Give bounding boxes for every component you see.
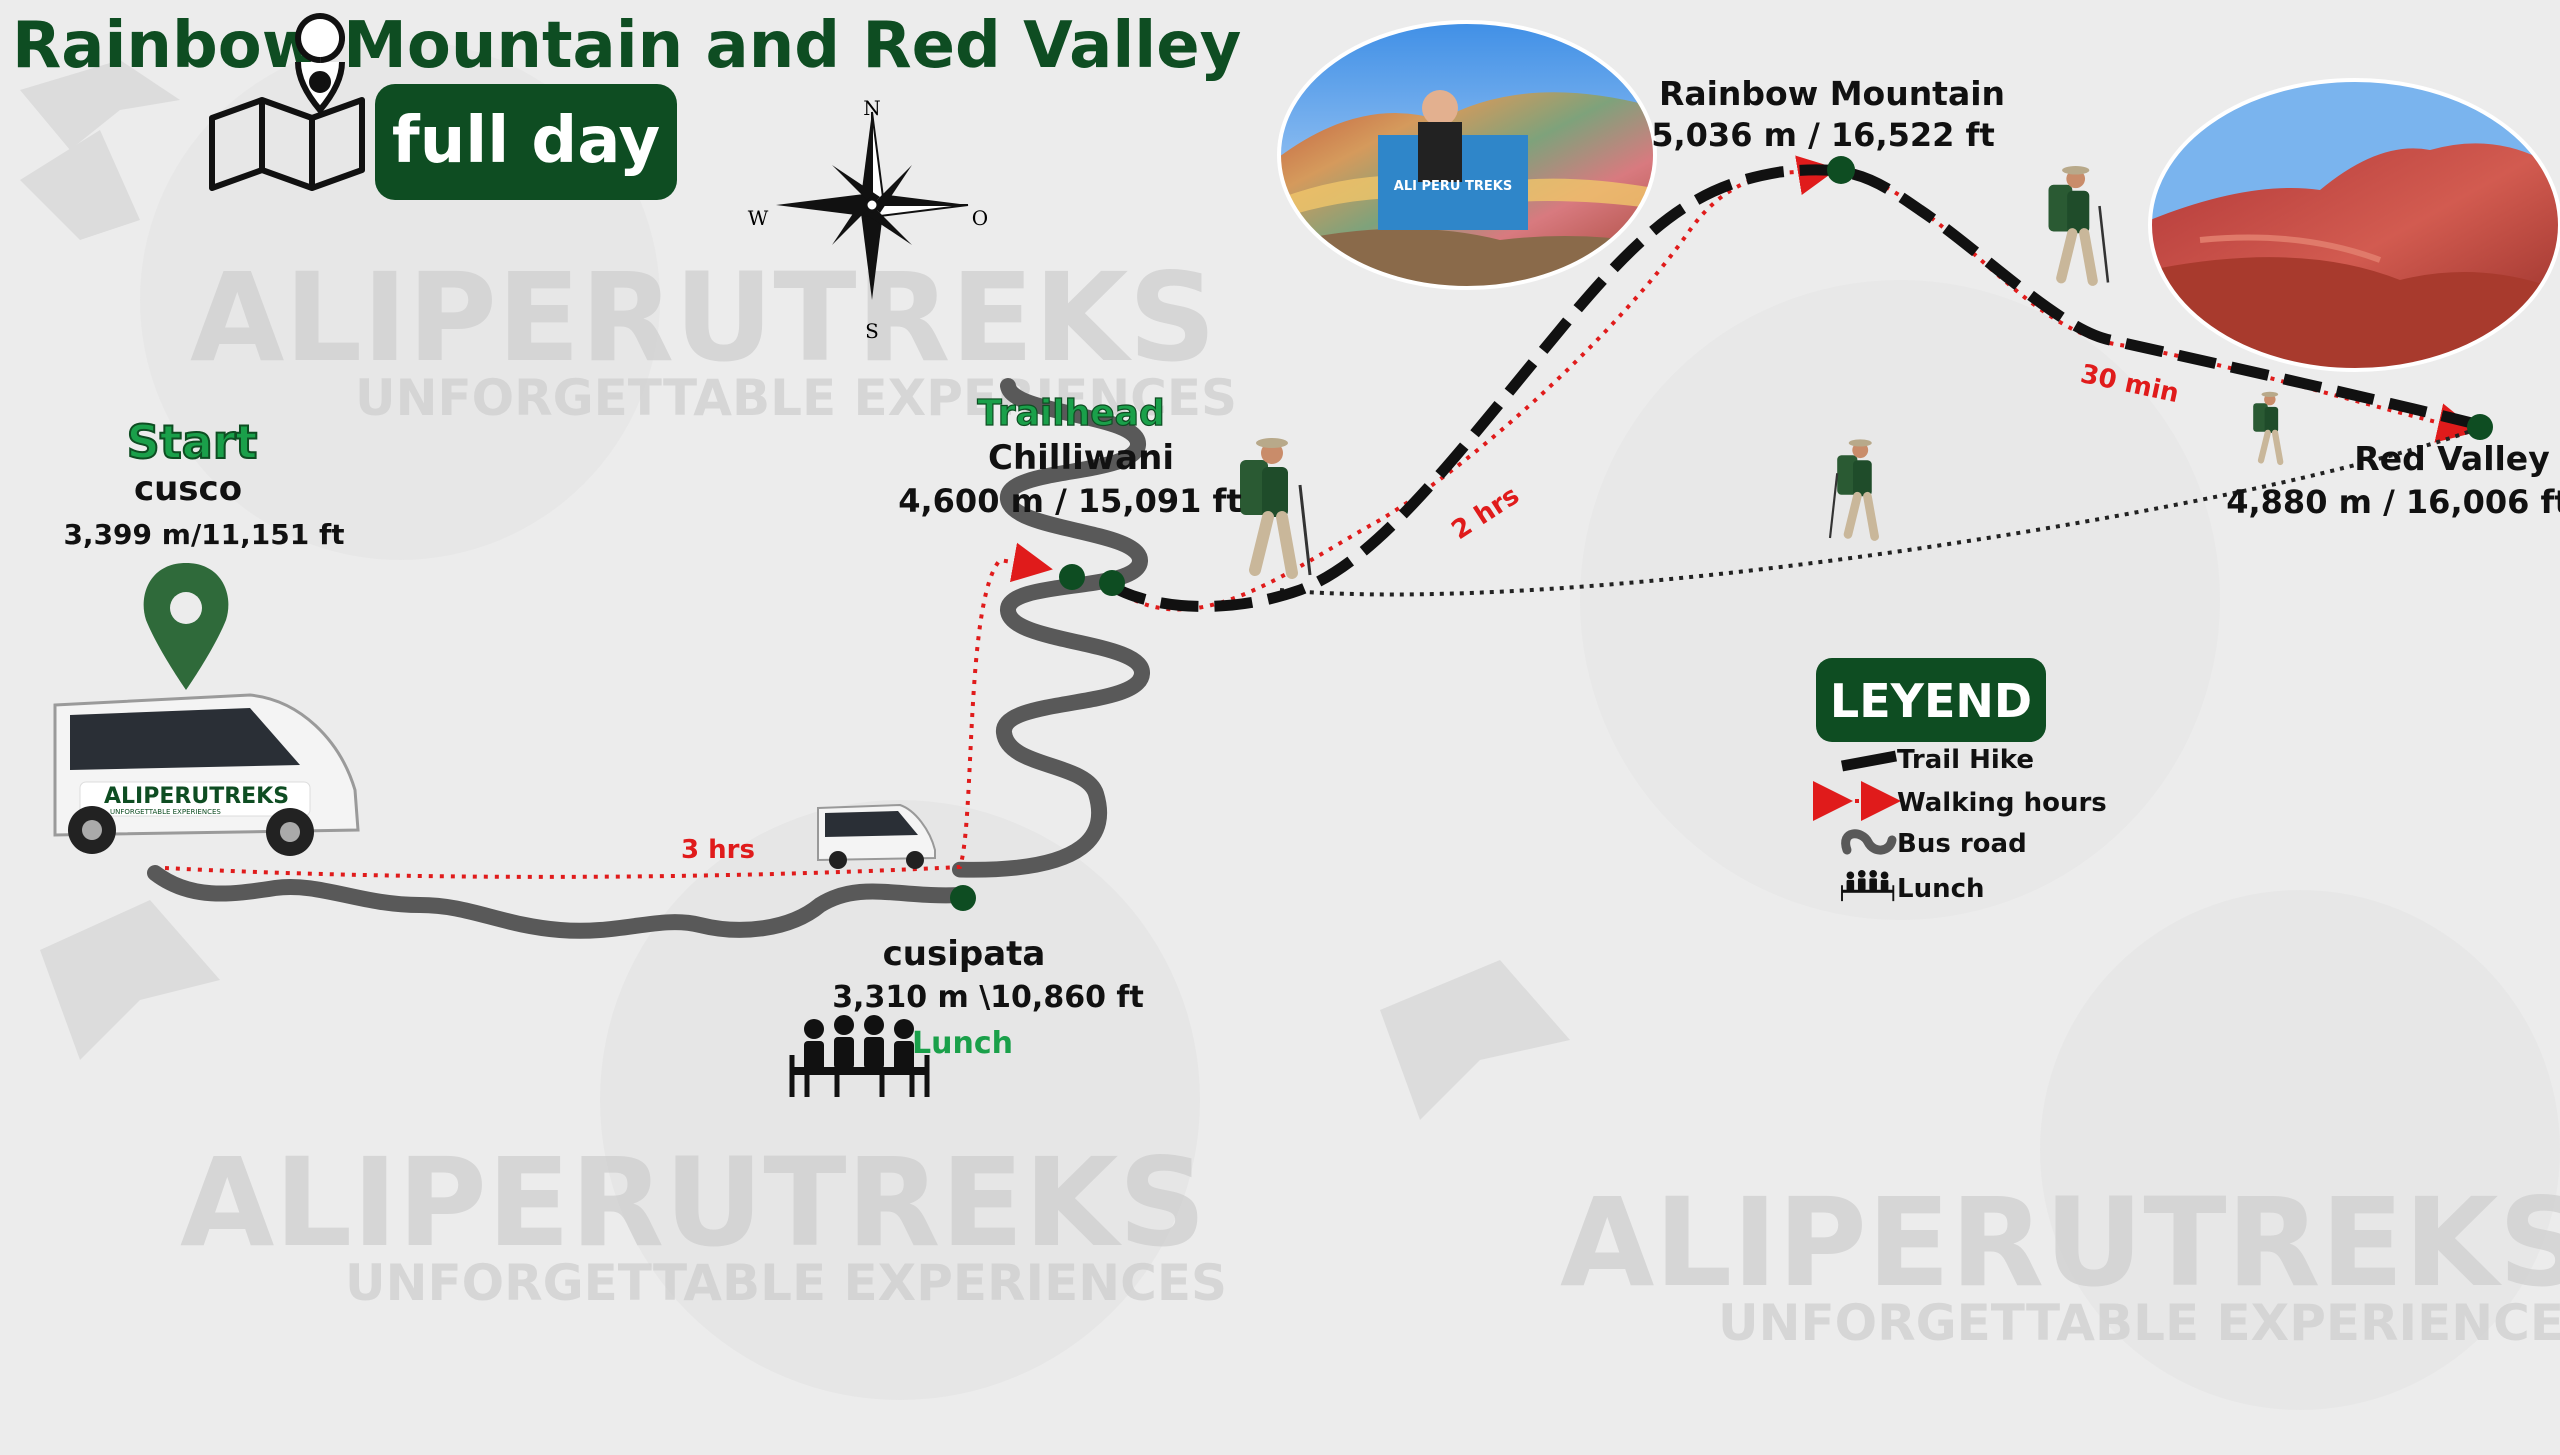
tour-van-icon: ALIPERUTREKS UNFORGETTABLE EXPERIENCES <box>53 693 360 856</box>
paper-texture <box>140 40 2560 1410</box>
legend-trail-label: Trail Hike <box>1897 745 2034 775</box>
watermark-brand: ALIPERUTREKS <box>1560 1172 2560 1314</box>
banner-text: ALI PERU TREKS <box>1394 179 1512 194</box>
legend-title-box <box>1816 658 2046 742</box>
cusipata-name: cusipata <box>883 934 1046 974</box>
legend-road-label: Bus road <box>1897 829 2027 859</box>
page-title: Rainbow Mountain and Red Valley <box>12 9 1241 83</box>
trailhead-tag: Trailhead <box>977 393 1164 434</box>
duration-bus: 3 hrs <box>681 835 755 865</box>
chilliwani-name: Chilliwani <box>988 438 1174 478</box>
chilliwani-altitude: 4,600 m / 15,091 ft <box>898 482 1242 520</box>
trail-hike <box>1107 164 2482 612</box>
bus-road <box>147 865 968 939</box>
red-valley-photo <box>2148 78 2560 372</box>
rainbow-mountain-photo: ALI PERU TREKS <box>1277 20 1657 290</box>
route-stops <box>950 156 2493 911</box>
duration-ascent: 2 hrs <box>1446 481 1524 546</box>
walking-line-descent <box>1844 168 2478 443</box>
duration-badge-label: full day <box>392 104 660 178</box>
legend-road-swatch <box>1841 829 1897 855</box>
switchback-road-line <box>952 378 1150 878</box>
compass-south: S <box>865 319 879 343</box>
stop-rainbow-mountain: Rainbow Mountain 5,036 m / 16,522 ft <box>1651 74 2005 154</box>
watermark-tagline: UNFORGETTABLE EXPERIENCES <box>345 1254 1227 1312</box>
legend-trail-swatch <box>1840 750 1898 772</box>
stop-cusipata: cusipata 3,310 m \10,860 ft Lunch <box>832 934 1144 1061</box>
rainbow-altitude: 5,036 m / 16,522 ft <box>1651 116 1995 154</box>
return-dotted-line <box>1279 426 2479 597</box>
legend-lunch-label: Lunch <box>1897 874 1985 904</box>
duration-badge: full day <box>375 84 677 200</box>
walking-line-bus <box>164 542 1053 879</box>
compass-rose-icon: N S W O <box>748 96 988 343</box>
hiker-icon <box>2253 391 2284 466</box>
watermark-bottom-left: ALIPERUTREKS UNFORGETTABLE EXPERIENCES <box>180 1132 1227 1312</box>
legend-walk-label: Walking hours <box>1897 788 2107 818</box>
start-tag: Start <box>127 415 258 469</box>
folded-map-icon <box>209 13 365 191</box>
cusipata-lunch: Lunch <box>912 1026 1013 1061</box>
legend-lunch-icon <box>1841 870 1895 902</box>
rainbow-name: Rainbow Mountain <box>1659 74 2005 113</box>
hiker-icon <box>1240 438 1312 579</box>
stop-dot-rainbow <box>1827 156 1855 184</box>
hiker-icon <box>2048 166 2110 286</box>
stop-dot-trailhead-a <box>1059 564 1085 590</box>
small-van-icon <box>817 803 936 869</box>
lunch-icon <box>789 1015 930 1097</box>
van-brand-tagline: UNFORGETTABLE EXPERIENCES <box>110 808 221 816</box>
legend-title: LEYEND <box>1830 674 2032 728</box>
location-pin-icon <box>143 563 229 690</box>
stop-dot-trailhead-b <box>1099 570 1125 596</box>
condor-watermark-icon <box>20 60 1570 1120</box>
stop-dot-redvalley <box>2467 414 2493 440</box>
stop-red-valley: Red Valley 4,880 m / 16,006 ft <box>2226 439 2560 521</box>
stop-dot-cusipata <box>950 885 976 911</box>
redvalley-name: Red Valley <box>2354 439 2549 478</box>
cusco-name: cusco <box>134 469 242 509</box>
legend: LEYEND Trail Hike Walking hours Bus road… <box>1813 658 2107 904</box>
compass-north: N <box>863 96 881 120</box>
compass-west: W <box>748 206 769 230</box>
stop-chilliwani: Trailhead Chilliwani 4,600 m / 15,091 ft <box>898 392 1242 520</box>
stop-cusco: Start cusco 3,399 m/11,151 ft <box>63 414 344 551</box>
watermark-bottom-right: ALIPERUTREKS UNFORGETTABLE EXPERIENCES <box>1560 1172 2560 1352</box>
hiker-icon <box>1828 439 1879 541</box>
cusco-altitude: 3,399 m/11,151 ft <box>63 518 344 551</box>
compass-east: O <box>972 206 988 230</box>
cusipata-altitude: 3,310 m \10,860 ft <box>832 980 1144 1015</box>
redvalley-altitude: 4,880 m / 16,006 ft <box>2226 483 2560 521</box>
watermark-brand: ALIPERUTREKS <box>190 247 1216 389</box>
van-brand-label: ALIPERUTREKS <box>104 784 289 809</box>
watermark-tagline: UNFORGETTABLE EXPERIENCES <box>1718 1294 2560 1352</box>
watermark-brand: ALIPERUTREKS <box>180 1132 1206 1274</box>
